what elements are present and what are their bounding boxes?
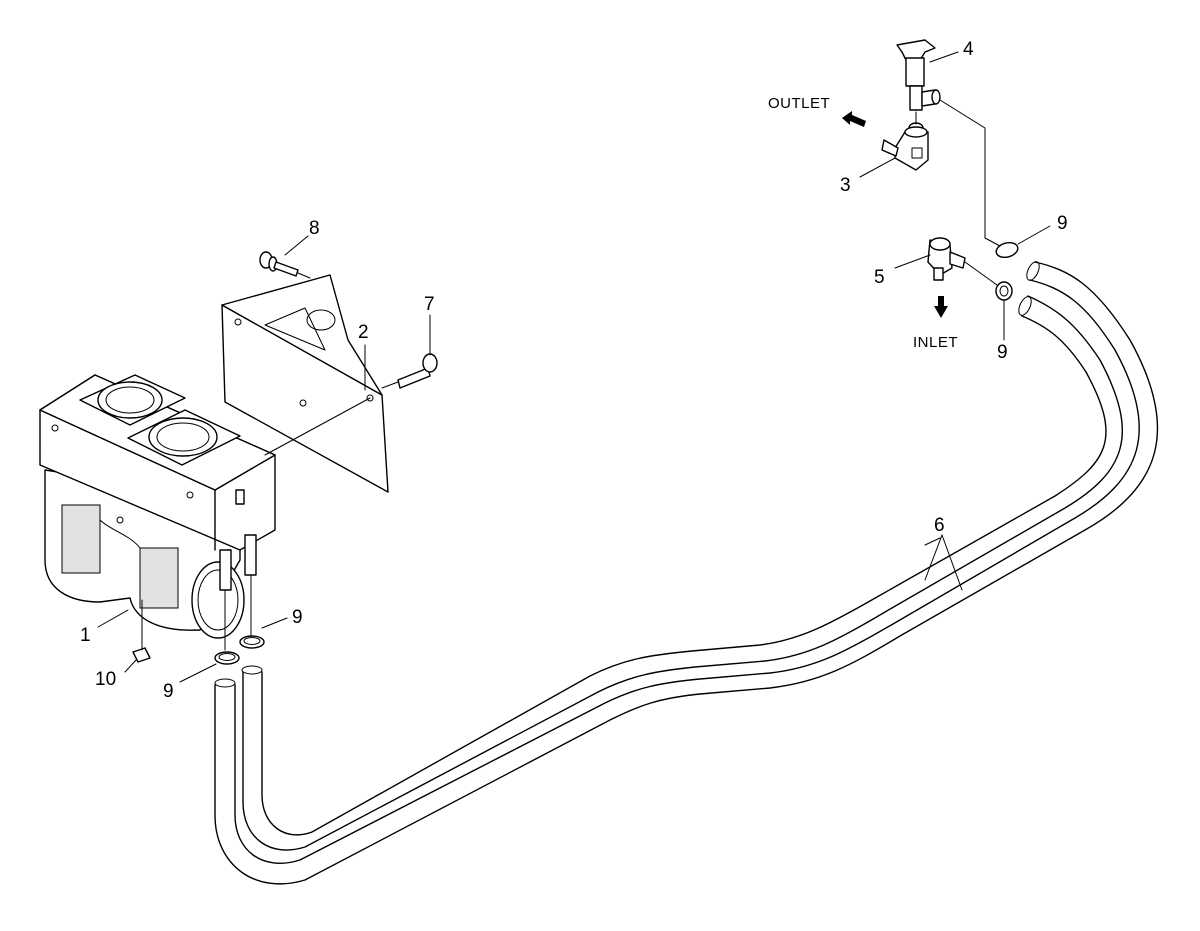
port-rear-bore	[105, 386, 155, 414]
heater-outlet-bore	[197, 569, 239, 631]
valve-4-connection-line	[939, 99, 1001, 247]
screw-7-leader	[381, 381, 399, 389]
hose-end-left-outer	[214, 678, 236, 688]
clamp-item-10	[132, 599, 151, 663]
leader-6-hub	[924, 537, 941, 546]
valve-item-4	[896, 39, 1001, 247]
hose-clamp-lower-left-inner	[218, 653, 236, 661]
leader-1	[97, 609, 129, 628]
callout-5: 5	[874, 267, 885, 288]
elbow-3-thread	[881, 139, 899, 157]
inlet-arrow-icon	[934, 296, 948, 318]
elbow-item-3	[881, 126, 929, 171]
plate-hole-1	[234, 318, 242, 326]
hose-outer-edge-a	[214, 261, 1159, 885]
leader-9-lower-right	[261, 617, 288, 629]
heater-shell-edge	[99, 519, 141, 549]
elbow-5-connection-line	[964, 261, 998, 286]
heater-core-body	[39, 374, 276, 651]
heater-tab	[235, 489, 245, 505]
hose-end-right-inner	[1018, 296, 1032, 316]
hose-end-left-inner	[241, 665, 263, 675]
callout-9-lower-right: 9	[292, 607, 303, 628]
hose-clamp-upper	[995, 241, 1019, 259]
hose-clamp-middle	[995, 281, 1013, 301]
heater-port-rear	[79, 374, 186, 426]
callout-1: 1	[80, 625, 91, 646]
valve-4-body	[905, 57, 925, 87]
leader-4	[929, 51, 959, 63]
inlet-label: INLET	[913, 334, 958, 351]
heater-hole-2	[116, 516, 124, 524]
callout-7: 7	[424, 294, 435, 315]
screw-item-7	[381, 353, 438, 389]
hose-assembly	[214, 261, 1159, 885]
port-front-ring	[148, 417, 218, 457]
outlet-label: OUTLET	[768, 95, 830, 112]
callout-10: 10	[95, 669, 116, 690]
heater-nipple-leaders	[224, 574, 252, 651]
heater-port-front	[127, 409, 241, 466]
screw-8-leader	[297, 272, 311, 279]
callout-8: 8	[309, 218, 320, 239]
plate-assembly-line	[264, 397, 371, 456]
clamp-10-body	[132, 647, 151, 663]
screw-7-shank	[397, 367, 431, 389]
leader-9-lower-left	[179, 663, 217, 683]
leader-9-upper	[1017, 225, 1051, 245]
hose-clamp-lower-right-inner	[243, 637, 261, 645]
leader-8	[284, 235, 309, 256]
callout-2: 2	[358, 322, 369, 343]
mounting-plate	[221, 274, 389, 493]
elbow-5-port	[949, 251, 966, 269]
screw-7-head	[422, 353, 438, 373]
screw-8-shank	[273, 261, 299, 277]
callout-9-lower-left: 9	[163, 681, 174, 702]
heater-hole-3	[186, 491, 194, 499]
leader-lines	[97, 51, 1051, 683]
elbow-5-stem	[933, 267, 944, 281]
valve-4-handle	[896, 39, 936, 61]
callout-3: 3	[840, 175, 851, 196]
leader-6b	[941, 534, 963, 591]
plate-hole-3	[366, 394, 374, 402]
elbow-5-top	[929, 237, 951, 251]
heater-hole-1	[51, 424, 59, 432]
plate-hole-2	[299, 399, 307, 407]
plate-hole-large	[306, 309, 336, 331]
callout-4: 4	[963, 39, 974, 60]
outlet-arrow-icon	[842, 111, 866, 127]
hose-end-right-outer	[1026, 261, 1040, 281]
valve-4-port-end	[931, 89, 941, 105]
callout-9-middle: 9	[997, 342, 1008, 363]
leader-6a	[924, 534, 943, 581]
callout-9-upper: 9	[1057, 213, 1068, 234]
heater-panel-right	[139, 547, 179, 609]
leader-5	[894, 254, 931, 269]
port-rear-ring	[97, 381, 163, 419]
elbow-3-flat	[911, 147, 923, 159]
screw-item-8	[259, 251, 311, 279]
hose-clamp-middle-inner	[999, 285, 1009, 297]
heater-outlet-stub	[191, 561, 245, 639]
plate-flange	[221, 274, 383, 396]
leader-3	[859, 157, 896, 178]
valve-4-stem	[909, 85, 923, 111]
heater-panel-left	[61, 504, 101, 574]
elbow-item-5	[927, 237, 998, 286]
port-front-bore	[156, 422, 210, 452]
hose-inner-edge-a	[242, 295, 1123, 851]
heater-nipple-left	[219, 549, 232, 591]
heater-nipple-right	[244, 534, 257, 576]
hose-outer-edge-b	[234, 279, 1140, 864]
elbow-3-top	[904, 126, 928, 138]
callout-6: 6	[934, 515, 945, 536]
leader-10	[124, 659, 137, 673]
hose-inner-edge-b	[261, 315, 1107, 836]
